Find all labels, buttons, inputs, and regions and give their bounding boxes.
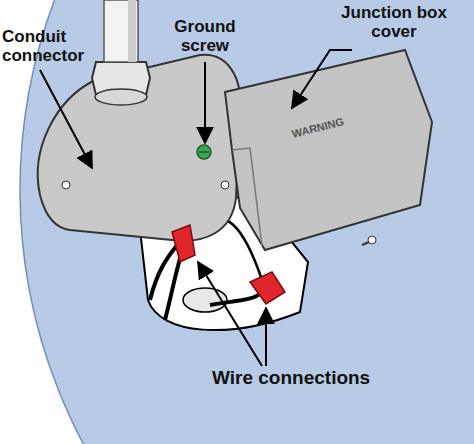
leader-line [40,70,92,168]
connector-plate [38,55,240,241]
part-label: Conduit connector [2,28,97,65]
ground-screw [197,145,211,159]
part-label: Ground screw [160,18,250,55]
conduit-shade [128,0,136,62]
junction-box-cover [225,50,432,250]
wire-nut [172,225,195,262]
wire-nut [250,272,285,304]
leader-line [292,50,352,108]
leader-line [204,62,206,143]
tank-top [20,0,474,444]
leader-line [198,262,262,366]
cover-fold [232,148,262,246]
conduit-nut-base [95,89,147,105]
leader-line [265,308,267,366]
plate-screw [62,181,70,189]
screw-slot [199,151,209,153]
cover-screw-thread [362,242,369,245]
plate-screw [221,181,229,189]
part-label: Wire connections [212,368,472,389]
conduit-pipe [104,0,138,62]
part-label: Junction box cover [338,4,450,41]
